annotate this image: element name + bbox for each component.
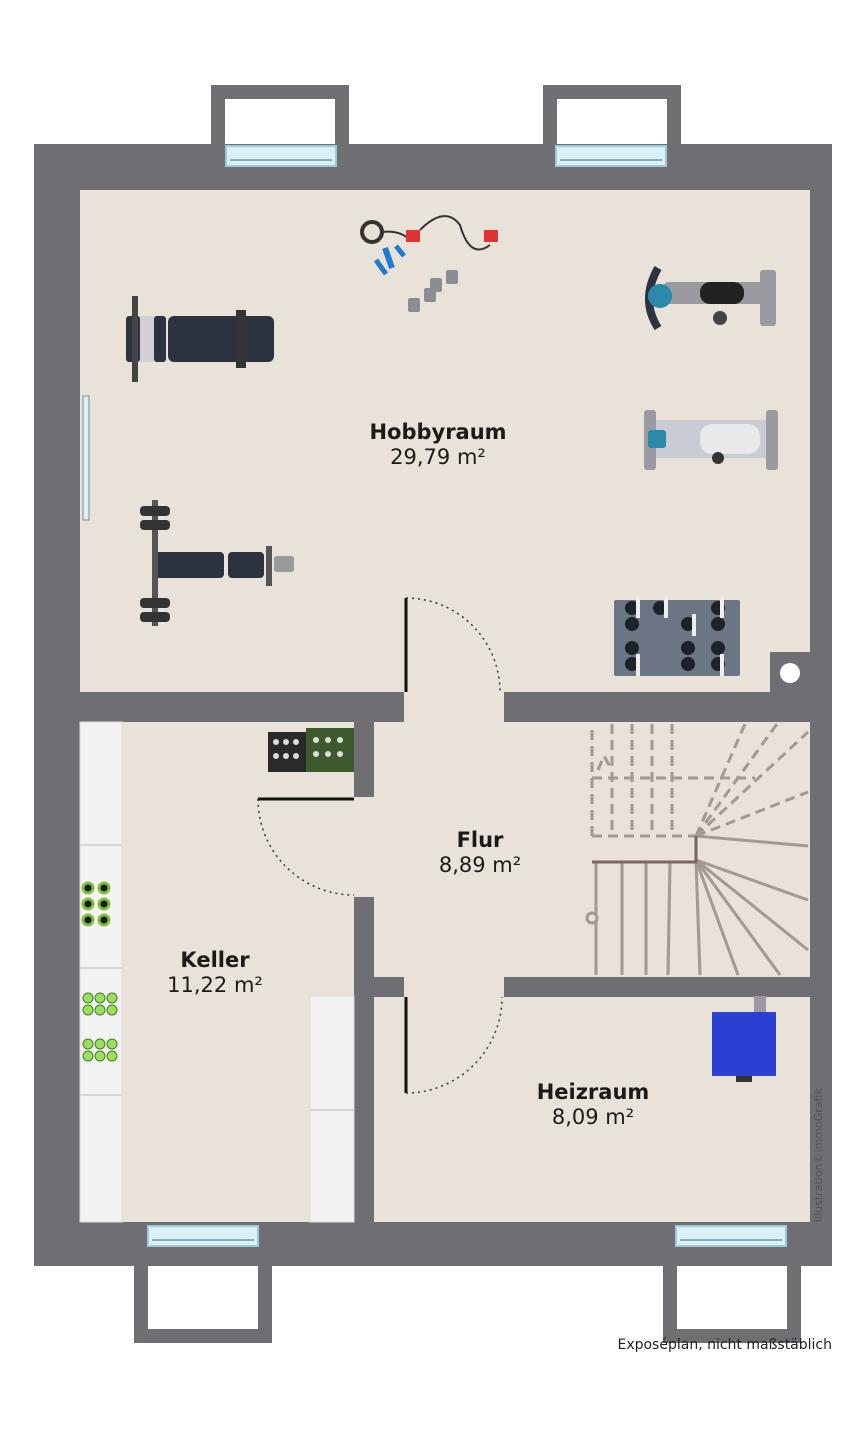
keller-floor — [80, 722, 354, 1222]
exercise-bike-icon — [645, 266, 776, 331]
weight-bench-icon — [140, 500, 294, 626]
room-label-hobbyraum: Hobbyraum 29,79 m² — [352, 420, 524, 470]
room-area: 8,89 m² — [438, 853, 522, 878]
illustration-credit: illustration©immoGrafik — [812, 1088, 825, 1222]
dumbbells-icon — [408, 270, 458, 312]
doors — [257, 597, 503, 1094]
room-name: Heizraum — [536, 1080, 650, 1104]
room-area: 8,09 m² — [551, 1105, 635, 1130]
room-name: Hobbyraum — [369, 420, 507, 444]
room-area: 11,22 m² — [167, 973, 263, 998]
storage-shelves — [79, 721, 355, 1223]
gym-equipment — [126, 215, 810, 692]
room-name: Keller — [180, 948, 250, 972]
room-label-heizraum: Heizraum 8,09 m² — [518, 1080, 668, 1130]
staircase — [585, 723, 810, 976]
plan-disclaimer: Exposéplan, nicht maßstäblich — [617, 1337, 832, 1353]
room-label-flur: Flur 8,89 m² — [410, 828, 550, 878]
bottles-icon — [81, 881, 118, 1062]
room-label-keller: Keller 11,22 m² — [140, 948, 290, 998]
elliptical-trainer-icon — [644, 410, 778, 470]
drink-crates-icon — [268, 728, 354, 772]
boiler-icon — [712, 996, 776, 1082]
dumbbell-rack-icon — [614, 596, 740, 676]
drain-icon — [770, 652, 810, 692]
room-name: Flur — [456, 828, 504, 852]
windows — [82, 145, 787, 1247]
room-area: 29,79 m² — [390, 445, 486, 470]
inner-walls — [354, 722, 374, 1222]
workout-bench-icon — [126, 296, 274, 382]
resistance-bands-icon — [360, 215, 498, 276]
